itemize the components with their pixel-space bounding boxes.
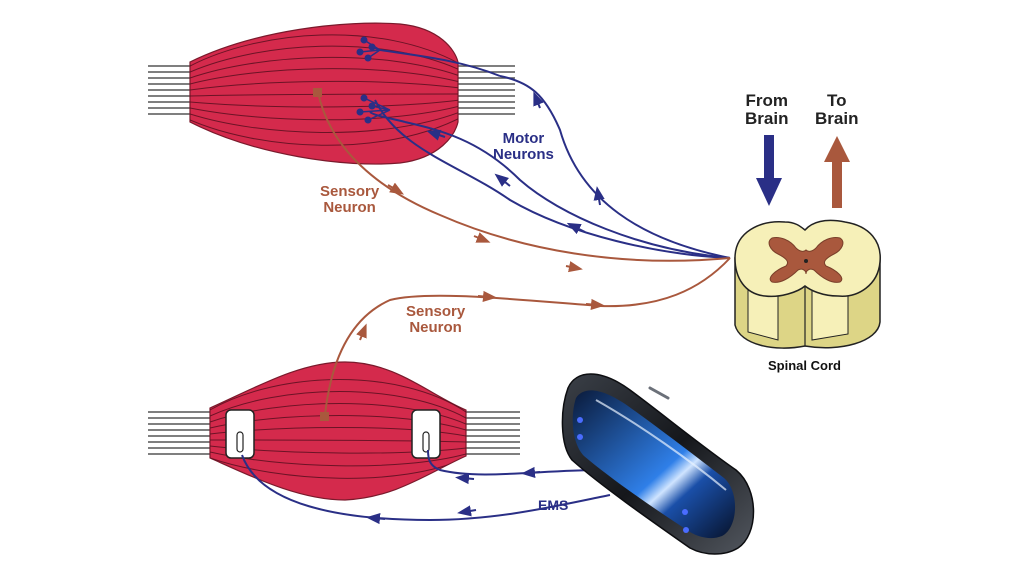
from-brain-line2: Brain: [745, 109, 789, 129]
top-muscle-right-tendon: [450, 65, 515, 115]
to-brain-label: To Brain: [815, 91, 859, 129]
sensory-receptor-bottom: [320, 412, 329, 421]
from-brain-label: From Brain: [745, 91, 789, 129]
to-brain-line1: To: [826, 91, 847, 110]
bottom-muscle-left-tendon: [148, 411, 218, 455]
bottom-muscle: [148, 361, 520, 501]
electrode-pad-icon: [225, 409, 255, 459]
sensory-arrowheads: [356, 182, 605, 341]
motor-neuron-pathways: [356, 36, 731, 259]
sensory-receptor-top: [313, 88, 322, 97]
sensory-neuron-top-line1: Sensory: [320, 183, 380, 200]
sensory-neuron-pathways: [313, 88, 731, 421]
ems-arrowheads: [366, 466, 541, 525]
sensory-neuron-bottom-line2: Neuron: [409, 319, 462, 337]
electrode-pad-icon: [411, 409, 441, 459]
sensory-neuron-top-line2: Neuron: [323, 199, 376, 217]
to-brain-line2: Brain: [815, 109, 859, 129]
spinal-cord-label: Spinal Cord: [768, 358, 841, 373]
motor-neurons-label: Motor Neurons: [493, 130, 554, 164]
motor-neurons-label-line2: Neurons: [493, 146, 554, 164]
ems-wires: [241, 449, 611, 525]
top-muscle-left-tendon: [148, 65, 200, 115]
motor-neurons-label-line1: Motor: [502, 130, 545, 147]
top-muscle: [148, 22, 515, 165]
sensory-neuron-bottom-line1: Sensory: [406, 303, 466, 320]
motor-arrowheads: [426, 91, 605, 235]
sensory-neuron-top-label: Sensory Neuron: [320, 183, 380, 217]
from-brain-line1: From: [745, 91, 788, 110]
sensory-neuron-bottom-label: Sensory Neuron: [406, 303, 466, 337]
ems-label: EMS: [538, 497, 569, 513]
bottom-muscle-right-tendon: [460, 411, 520, 455]
ems-device-icon: [561, 373, 755, 555]
spinal-cord: [734, 219, 881, 349]
arrow-up-icon: [824, 136, 850, 208]
arrow-down-icon: [756, 135, 782, 206]
